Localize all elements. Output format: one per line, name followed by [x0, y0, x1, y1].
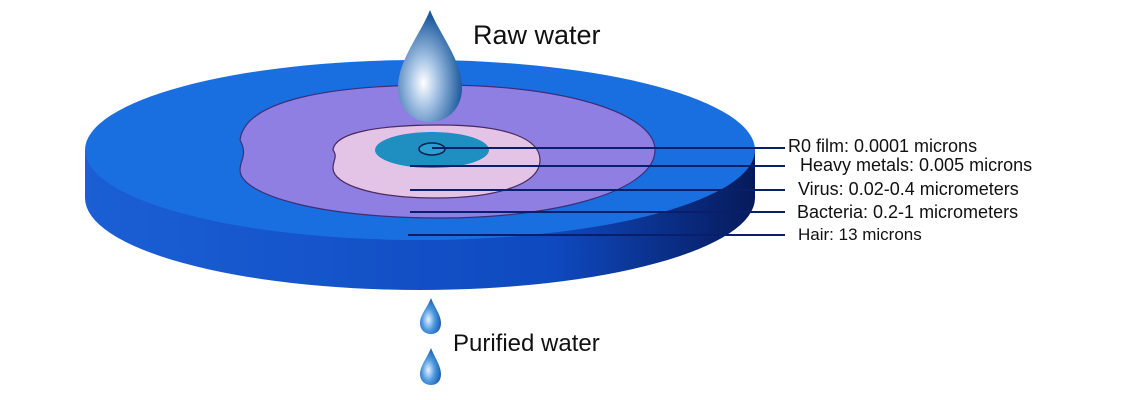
purified-drop-icon	[420, 348, 441, 385]
purified-drop-icon	[420, 298, 441, 334]
layer-label-ro-film: R0 film: 0.0001 microns	[788, 136, 978, 156]
layer-label-heavy-metals: Heavy metals: 0.005 microns	[800, 155, 1033, 175]
raw-water-label: Raw water	[473, 20, 601, 50]
leader-lines	[408, 147, 785, 236]
layer-label-hair: Hair: 13 microns	[798, 225, 922, 244]
layer-label-bacteria: Bacteria: 0.2-1 micrometers	[797, 202, 1019, 222]
raw-water-drop-icon	[398, 10, 462, 122]
membrane-disc	[85, 60, 755, 290]
layer-label-virus: Virus: 0.02-0.4 micrometers	[798, 179, 1019, 199]
purified-water-label: Purified water	[453, 330, 600, 357]
